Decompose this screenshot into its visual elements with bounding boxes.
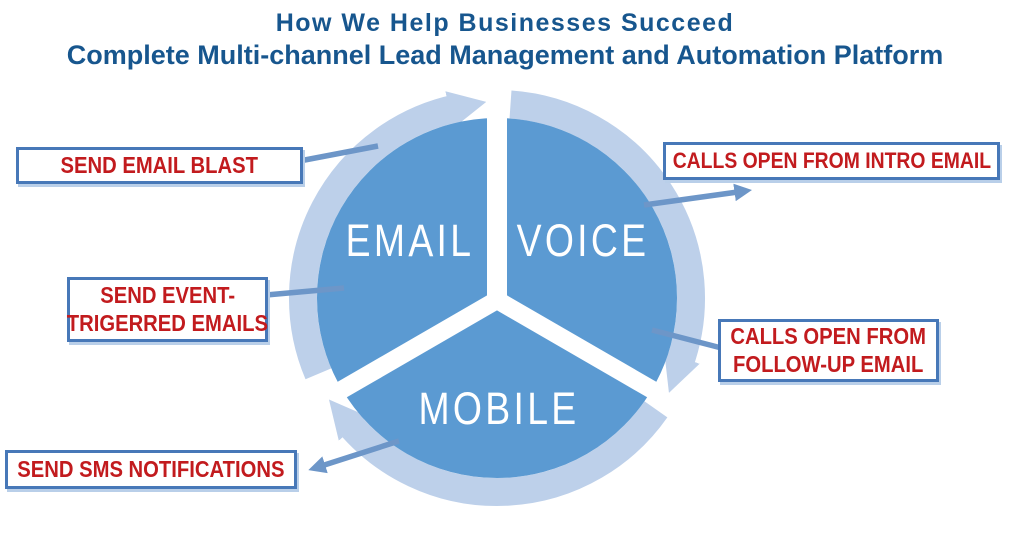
segment-label-voice: VOICE	[516, 215, 650, 266]
callout-send-sms-notifications: SEND SMS NOTIFICATIONS	[5, 450, 297, 489]
ring-arrow-bottom	[328, 399, 668, 506]
gap-left	[333, 292, 502, 400]
callout-text-line: SEND SMS NOTIFICATIONS	[17, 455, 285, 482]
callout-text-line: TRIGERRED EMAILS	[66, 309, 269, 336]
callout-text-line: CALLS OPEN FROM	[730, 323, 927, 350]
page-title: How We Help Businesses Succeed	[275, 9, 735, 37]
callout-text-line: SEND EMAIL BLAST	[60, 151, 259, 178]
gap-right	[492, 292, 661, 400]
segment-label-mobile: MOBILE	[418, 383, 580, 434]
callout-calls-open-followup: CALLS OPEN FROM FOLLOW-UP EMAIL	[718, 319, 939, 382]
gap-center-junction	[487, 290, 507, 310]
callout-text-line: CALLS OPEN FROM INTRO EMAIL	[672, 148, 991, 174]
connector-arrow-email-blast	[282, 143, 379, 170]
segment-label-email: EMAIL	[345, 215, 475, 266]
connector-arrow-event-triggered	[247, 285, 345, 304]
callout-text-line: FOLLOW-UP EMAIL	[733, 350, 924, 377]
callout-send-event-triggered: SEND EVENT- TRIGERRED EMAILS	[67, 277, 268, 342]
callout-send-email-blast: SEND EMAIL BLAST	[16, 147, 303, 184]
callout-text-line: SEND EVENT-	[100, 282, 235, 309]
ring-arrow-left-top	[288, 91, 487, 380]
callout-calls-open-intro: CALLS OPEN FROM INTRO EMAIL	[663, 142, 1000, 180]
connector-arrow-intro-email	[643, 183, 752, 208]
ring-arrow-right	[509, 90, 705, 393]
title-block: How We Help Businesses Succeed Complete …	[0, 7, 1010, 71]
connector-arrow-sms	[308, 438, 400, 474]
page-subtitle: Complete Multi-channel Lead Management a…	[66, 40, 944, 70]
